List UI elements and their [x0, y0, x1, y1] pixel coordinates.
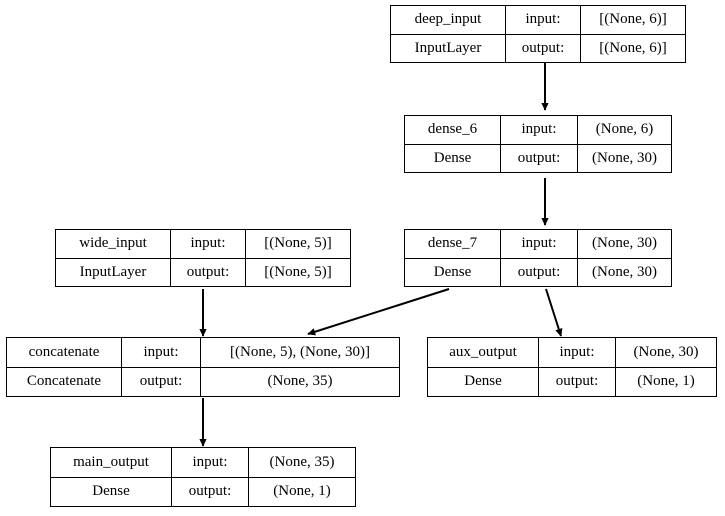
node-aux-output[interactable]: aux_output input: (None, 30) Dense outpu… [427, 337, 717, 397]
node-dense-6[interactable]: dense_6 input: (None, 6) Dense output: (… [404, 115, 672, 173]
node-deep-input[interactable]: deep_input input: [(None, 6)] InputLayer… [390, 5, 686, 63]
node-type: Dense [464, 373, 502, 390]
node-input-shape: (None, 30) [633, 343, 699, 360]
node-input-label: input: [500, 230, 578, 258]
edge-dense-7-to-concatenate [307, 288, 450, 336]
node-input-label: input: [500, 116, 578, 144]
node-type: InputLayer [79, 263, 147, 280]
node-row-output: Concatenate output: (None, 35) [7, 367, 399, 396]
node-output-label: output: [505, 34, 581, 62]
node-input-label: input: [171, 448, 249, 477]
node-title: dense_6 [427, 121, 478, 138]
node-row-input: aux_output input: (None, 30) [428, 338, 716, 368]
node-row-output: Dense output: (None, 1) [428, 367, 716, 396]
node-row-input: concatenate input: [(None, 5), (None, 30… [7, 338, 399, 368]
node-title: concatenate [28, 343, 100, 360]
node-title: dense_7 [427, 235, 478, 252]
node-output-label: output: [538, 367, 616, 396]
node-output-shape: (None, 1) [637, 373, 695, 390]
node-dense-7[interactable]: dense_7 input: (None, 30) Dense output: … [404, 229, 672, 287]
node-main-output[interactable]: main_output input: (None, 35) Dense outp… [50, 447, 356, 507]
node-wide-input[interactable]: wide_input input: [(None, 5)] InputLayer… [55, 229, 351, 287]
node-input-shape: (None, 30) [592, 235, 657, 252]
node-output-shape: [(None, 5)] [264, 263, 332, 280]
node-input-label: input: [538, 338, 616, 367]
node-title: deep_input [414, 11, 482, 28]
node-input-shape: [(None, 6)] [599, 11, 667, 28]
node-input-label: input: [121, 338, 201, 367]
node-row-input: dense_7 input: (None, 30) [405, 230, 671, 259]
node-row-output: InputLayer output: [(None, 6)] [391, 34, 685, 62]
node-output-label: output: [500, 258, 578, 286]
node-row-output: Dense output: (None, 30) [405, 144, 671, 172]
node-input-shape: [(None, 5)] [264, 235, 332, 252]
node-output-shape: (None, 30) [592, 149, 657, 166]
node-output-shape: (None, 35) [267, 373, 333, 390]
node-input-shape: (None, 6) [595, 121, 654, 138]
node-output-label: output: [171, 477, 249, 506]
node-input-shape: (None, 35) [269, 453, 335, 470]
node-title: wide_input [79, 235, 147, 252]
node-input-shape: [(None, 5), (None, 30)] [230, 343, 370, 360]
node-row-input: main_output input: (None, 35) [51, 448, 355, 478]
node-output-shape: (None, 1) [273, 483, 331, 500]
node-row-output: Dense output: (None, 30) [405, 258, 671, 286]
node-title: main_output [73, 453, 149, 470]
node-title: aux_output [449, 343, 517, 360]
node-row-input: wide_input input: [(None, 5)] [56, 230, 350, 259]
node-type: Dense [433, 263, 472, 280]
node-type: InputLayer [414, 39, 482, 56]
edge-dense-7-to-aux-output [545, 288, 563, 337]
node-output-label: output: [170, 258, 246, 286]
node-output-shape: (None, 30) [592, 263, 657, 280]
node-row-input: dense_6 input: (None, 6) [405, 116, 671, 145]
node-concatenate[interactable]: concatenate input: [(None, 5), (None, 30… [6, 337, 400, 397]
node-type: Concatenate [26, 373, 102, 390]
node-output-shape: [(None, 6)] [599, 39, 667, 56]
node-output-label: output: [500, 144, 578, 172]
node-row-input: deep_input input: [(None, 6)] [391, 6, 685, 35]
node-type: Dense [92, 483, 130, 500]
node-output-label: output: [121, 367, 201, 396]
node-input-label: input: [170, 230, 246, 258]
node-type: Dense [433, 149, 472, 166]
node-row-output: Dense output: (None, 1) [51, 477, 355, 506]
node-input-label: input: [505, 6, 581, 34]
node-row-output: InputLayer output: [(None, 5)] [56, 258, 350, 286]
